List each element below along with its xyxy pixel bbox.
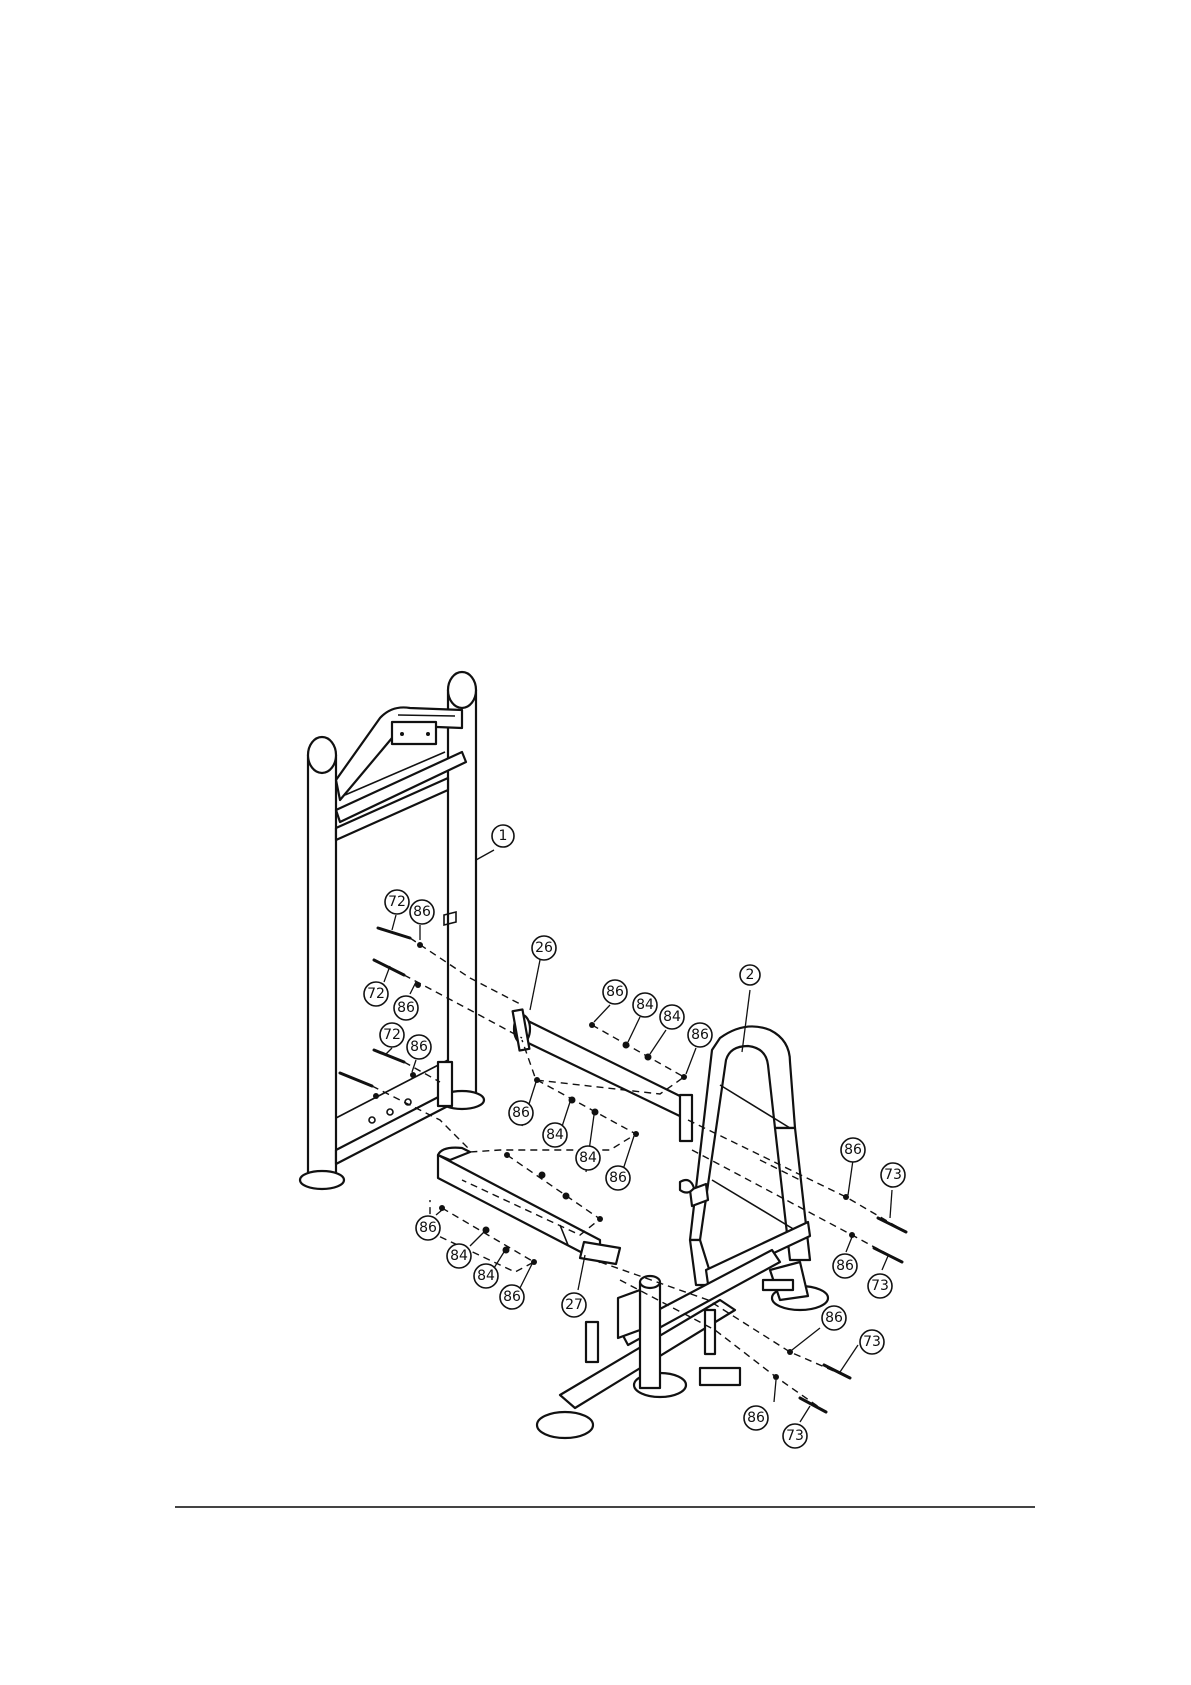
callout-part-72: 72 [385, 890, 409, 914]
callout-part-86: 86 [509, 1101, 533, 1125]
svg-text:26: 26 [535, 940, 553, 956]
svg-text:84: 84 [546, 1127, 564, 1143]
callout-part-86: 86 [500, 1285, 524, 1309]
svg-text:72: 72 [388, 894, 406, 910]
svg-text:73: 73 [884, 1167, 902, 1183]
svg-text:72: 72 [367, 986, 385, 1002]
svg-text:84: 84 [636, 997, 654, 1013]
left-upright-frame [300, 672, 484, 1189]
callout-part-72: 72 [364, 982, 388, 1006]
svg-text:72: 72 [383, 1027, 401, 1043]
svg-text:86: 86 [606, 984, 624, 1000]
callout-part-86: 86 [688, 1023, 712, 1047]
svg-text:86: 86 [825, 1310, 843, 1326]
svg-text:86: 86 [413, 904, 431, 920]
svg-text:86: 86 [836, 1258, 854, 1274]
callout-part-86: 86 [407, 1035, 431, 1059]
svg-text:86: 86 [747, 1410, 765, 1426]
callout-part-73: 73 [881, 1163, 905, 1187]
svg-text:73: 73 [863, 1334, 881, 1350]
callout-part-84: 84 [633, 993, 657, 1017]
footer-divider [175, 1506, 1035, 1508]
callout-part-86: 86 [394, 996, 418, 1020]
callout-part-86: 86 [833, 1254, 857, 1278]
svg-text:1: 1 [499, 828, 508, 844]
svg-text:73: 73 [786, 1428, 804, 1444]
svg-text:86: 86 [691, 1027, 709, 1043]
svg-text:86: 86 [844, 1142, 862, 1158]
callout-part-1: 1 [492, 825, 514, 847]
svg-text:2: 2 [746, 967, 755, 983]
callout-part-72: 72 [380, 1023, 404, 1047]
svg-text:86: 86 [397, 1000, 415, 1016]
svg-text:86: 86 [609, 1170, 627, 1186]
svg-text:84: 84 [450, 1248, 468, 1264]
callout-part-84: 84 [543, 1123, 567, 1147]
svg-text:86: 86 [410, 1039, 428, 1055]
callout-part-73: 73 [860, 1330, 884, 1354]
svg-text:86: 86 [503, 1289, 521, 1305]
callout-part-27: 27 [562, 1293, 586, 1317]
callout-part-84: 84 [447, 1244, 471, 1268]
svg-text:84: 84 [579, 1150, 597, 1166]
callout-part-86: 86 [822, 1306, 846, 1330]
callout-part-84: 84 [660, 1005, 684, 1029]
callout-part-86: 86 [841, 1138, 865, 1162]
svg-text:84: 84 [477, 1268, 495, 1284]
svg-text:27: 27 [565, 1297, 583, 1313]
callout-part-84: 84 [576, 1146, 600, 1170]
svg-text:84: 84 [663, 1009, 681, 1025]
callout-part-84: 84 [474, 1264, 498, 1288]
callout-part-86: 86 [416, 1216, 440, 1240]
callout-part-86: 86 [603, 980, 627, 1004]
callout-part-2: 2 [740, 965, 760, 985]
callout-part-26: 26 [532, 936, 556, 960]
callout-part-86: 86 [744, 1406, 768, 1430]
callout-part-73: 73 [783, 1424, 807, 1448]
svg-text:73: 73 [871, 1278, 889, 1294]
callout-part-86: 86 [606, 1166, 630, 1190]
callout-part-73: 73 [868, 1274, 892, 1298]
svg-text:86: 86 [419, 1220, 437, 1236]
upper-cross-tube [513, 1009, 692, 1141]
svg-text:86: 86 [512, 1105, 530, 1121]
callout-part-86: 86 [410, 900, 434, 924]
